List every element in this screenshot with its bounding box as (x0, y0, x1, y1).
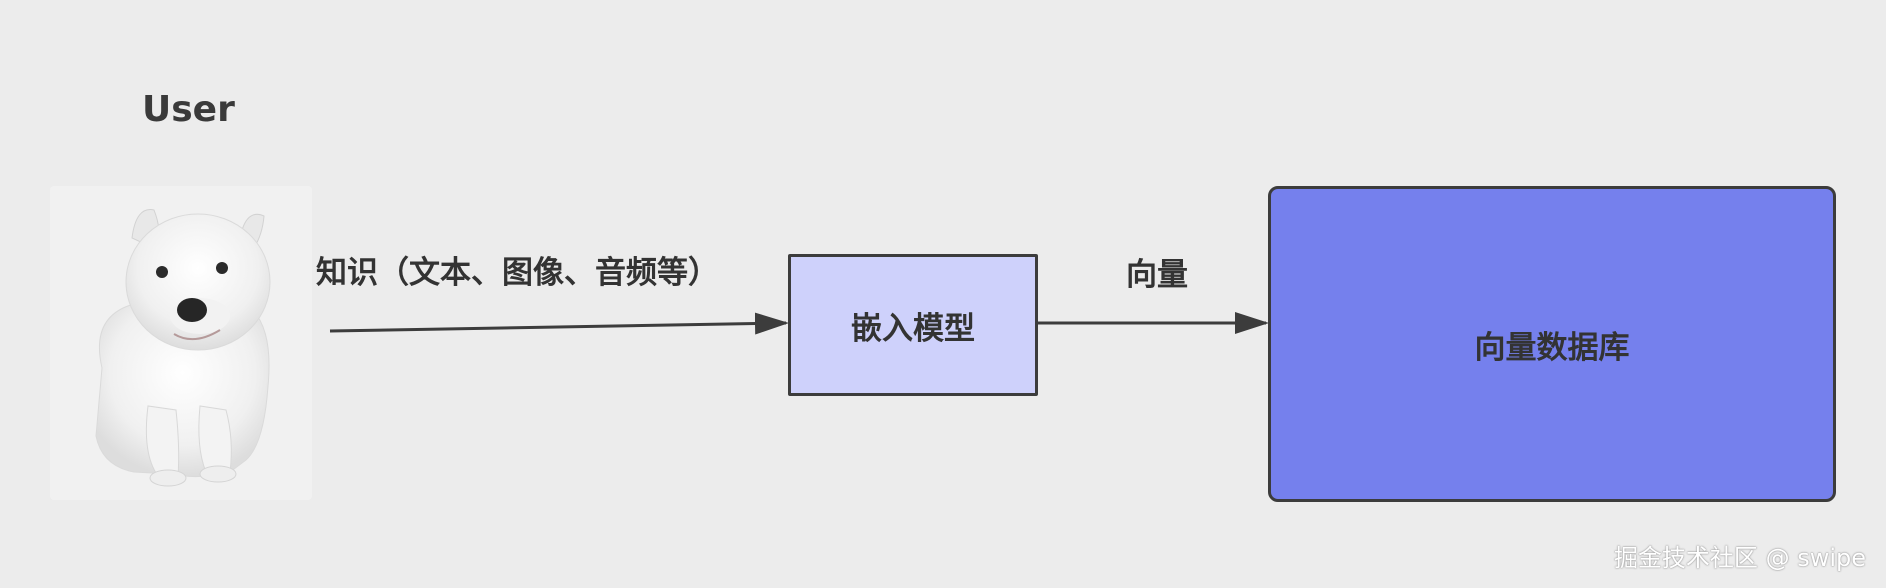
dog-illustration (95, 209, 271, 487)
vector-database-label: 向量数据库 (1474, 329, 1630, 366)
user-dog-image (50, 186, 312, 500)
dog-right-paw (199, 465, 237, 483)
dog-head (125, 213, 271, 351)
embedding-model-label: 嵌入模型 (851, 310, 975, 347)
actor-label: User (142, 89, 235, 130)
watermark: 掘金技术社区 @ swipe (1613, 544, 1866, 572)
dog-nose (177, 298, 207, 322)
embedding-model-node: 嵌入模型 (788, 254, 1038, 396)
vector-database-node: 向量数据库 (1268, 186, 1836, 502)
dog-right-leg (198, 405, 232, 473)
edge-label-knowledge: 知识（文本、图像、音频等） (316, 255, 719, 291)
dog-left-eye (156, 266, 168, 278)
edge-user-to-embedding (329, 312, 789, 335)
dog-right-eye (216, 262, 228, 274)
dog-left-paw (149, 469, 187, 487)
edge-label-vector: 向量 (1126, 257, 1188, 293)
dog-mouth (173, 329, 221, 341)
